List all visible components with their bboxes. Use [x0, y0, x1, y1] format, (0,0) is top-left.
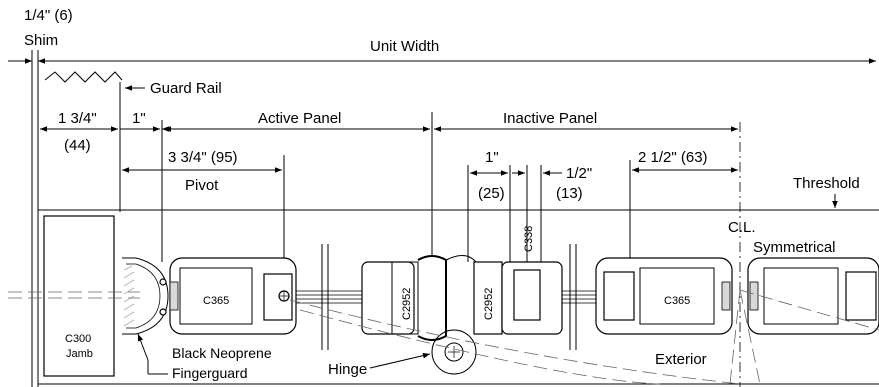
jamb-c300: [43, 215, 115, 377]
dim-212-text: 2 1/2" (63): [638, 149, 708, 166]
c365-right-text: C365: [664, 295, 690, 307]
dim-13-text: (13): [556, 185, 583, 202]
hinge-text: Hinge: [328, 361, 367, 378]
c2952-left-text: C2952: [401, 288, 413, 320]
active-glass: [296, 290, 366, 304]
c365-left-box: [179, 267, 253, 325]
inactive-glazing-stop: [513, 269, 541, 321]
guard-rail-text: Guard Rail: [150, 80, 222, 97]
c2952-right-box: [473, 261, 503, 335]
fingerguard-screw-top: [159, 278, 167, 286]
guard-rail-break-line: [44, 71, 123, 83]
fingerguard-leader: [137, 333, 149, 361]
active-meeting-stile: [361, 261, 415, 335]
c300-text: C300: [65, 333, 91, 345]
exterior-text: Exterior: [655, 351, 707, 368]
dim-1-3-4-text: 1 3/4": [58, 110, 97, 127]
fingerguard-text: Fingerguard: [172, 365, 248, 381]
c2952-right-text: C2952: [483, 288, 495, 320]
c365-left-text: C365: [203, 295, 229, 307]
inactive-stile-edge-block: [721, 281, 731, 311]
unit-width-text: Unit Width: [370, 38, 439, 55]
swing-arc-2: [299, 309, 661, 385]
c2952-left-box: [391, 261, 419, 335]
swing-line-3: [739, 289, 879, 331]
c338-text: C338: [523, 226, 535, 252]
cl-text: C.L.: [728, 219, 756, 236]
threshold-text: Threshold: [793, 175, 860, 192]
swing-line-1: [729, 289, 741, 385]
fingerguard-outline: [122, 257, 169, 335]
inactive-astragal: [445, 255, 477, 263]
fingerguard-hatch: [123, 265, 135, 327]
fingerguard-inner: [126, 263, 161, 329]
jamb-text: Jamb: [66, 348, 93, 360]
shim-dimension-text: 1/4" (6): [24, 7, 73, 24]
inactive-panel-text: Inactive Panel: [503, 110, 597, 127]
dim-25-text: (25): [478, 185, 505, 202]
hinge-seal: [417, 255, 447, 341]
swing-line-2: [739, 289, 761, 385]
dim-1b-text: 1": [485, 149, 499, 166]
active-stile-edge-block: [169, 281, 179, 311]
active-panel-text: Active Panel: [258, 110, 341, 127]
hinge-leader: [369, 352, 431, 369]
shim-text: Shim: [24, 32, 58, 49]
c365-right-box: [639, 267, 715, 325]
hinge-knuckle-inner: [444, 342, 464, 362]
fingerguard-screw-bottom: [159, 308, 167, 316]
dim-1-text: 1": [132, 110, 146, 127]
mirror-box: [763, 267, 839, 325]
hinge-knuckle-outer: [431, 329, 477, 375]
dim-44-text: (44): [64, 137, 91, 154]
dim-3-3-4-text: 3 3/4" (95): [168, 149, 238, 166]
mirror-glazing-stop: [845, 271, 877, 321]
black-neoprene-text: Black Neoprene: [172, 345, 272, 361]
mirror-stile-edge-block: [749, 281, 759, 311]
dim-half-text: 1/2": [566, 165, 592, 182]
inactive-stile-glazing-stop: [603, 271, 635, 321]
symmetrical-text: Symmetrical: [753, 239, 836, 256]
swing-arc-1: [289, 299, 741, 385]
pivot-text: Pivot: [185, 177, 219, 194]
